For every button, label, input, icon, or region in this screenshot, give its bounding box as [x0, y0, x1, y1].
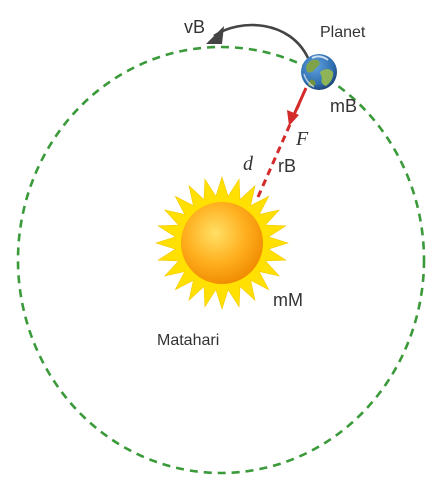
force-label: F — [295, 128, 309, 150]
sun-label: Matahari — [157, 332, 219, 349]
planet-label: Planet — [320, 24, 366, 41]
radius-label: rB — [278, 156, 296, 176]
planet-mass-label: mB — [330, 96, 357, 116]
sun-icon — [154, 175, 290, 311]
velocity-label: vB — [184, 17, 205, 37]
force-arrow — [256, 87, 308, 198]
distance-symbol-label: d — [243, 153, 254, 175]
earth-globe-icon — [301, 54, 337, 90]
velocity-arrow — [206, 23, 310, 59]
orbit-path — [16, 45, 426, 475]
sun-core — [181, 202, 263, 284]
sun-mass-label: mM — [273, 290, 303, 310]
